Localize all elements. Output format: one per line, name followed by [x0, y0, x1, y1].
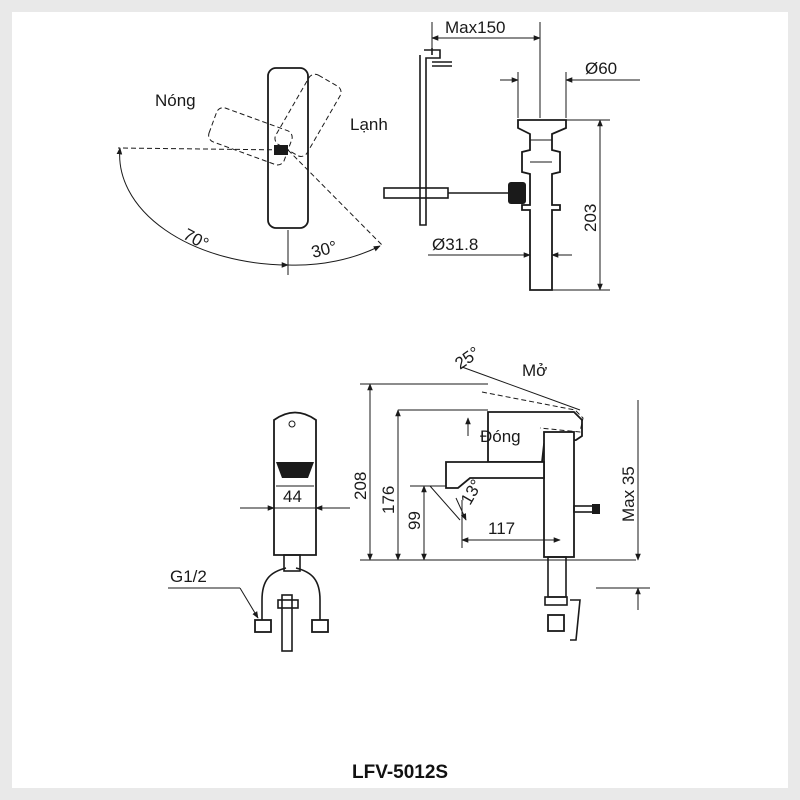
max150-label: Max150: [445, 18, 505, 37]
hose-right: [295, 567, 321, 624]
reach117-label: 117: [488, 519, 515, 538]
closed-label: Đóng: [480, 427, 521, 446]
spout-side: [445, 461, 545, 489]
front-view: 44 G1/2: [168, 411, 350, 652]
height203-label: 203: [581, 204, 600, 232]
dia318-label: Ø31.8: [432, 235, 478, 254]
max35-label: Max 35: [619, 466, 638, 522]
g12-leader: [239, 587, 259, 619]
model-number: LFV-5012S: [352, 762, 448, 783]
cold-label: Lạnh: [350, 115, 388, 134]
threaded-rod: [281, 594, 293, 652]
width44-label: 44: [283, 487, 302, 506]
g12-label: G1/2: [170, 567, 207, 586]
cold-ray: [287, 149, 384, 247]
faucet-side-body: [543, 431, 575, 558]
link-knob: [508, 182, 526, 204]
handle-open-position: [481, 391, 584, 433]
open-label: Mở: [522, 361, 547, 380]
hose-left: [261, 567, 287, 624]
dia60-label: Ø60: [585, 59, 617, 78]
outlet-front: [276, 462, 314, 478]
faucet-front-body: [273, 411, 317, 556]
top-view: Nóng Lạnh 70° 30°: [116, 67, 388, 275]
waste-view: Max150 Ø60 203 Ø31.8: [383, 18, 640, 291]
arc-70: [116, 147, 289, 268]
height176-label: 176: [379, 486, 398, 514]
height208-label: 208: [351, 472, 370, 500]
hot-label: Nóng: [155, 91, 196, 110]
sheet-paper: [12, 12, 788, 788]
height99-label: 99: [405, 511, 424, 530]
lift-rod: [419, 49, 441, 226]
arc-30: [287, 245, 381, 266]
open-angle-ray: [461, 366, 581, 411]
